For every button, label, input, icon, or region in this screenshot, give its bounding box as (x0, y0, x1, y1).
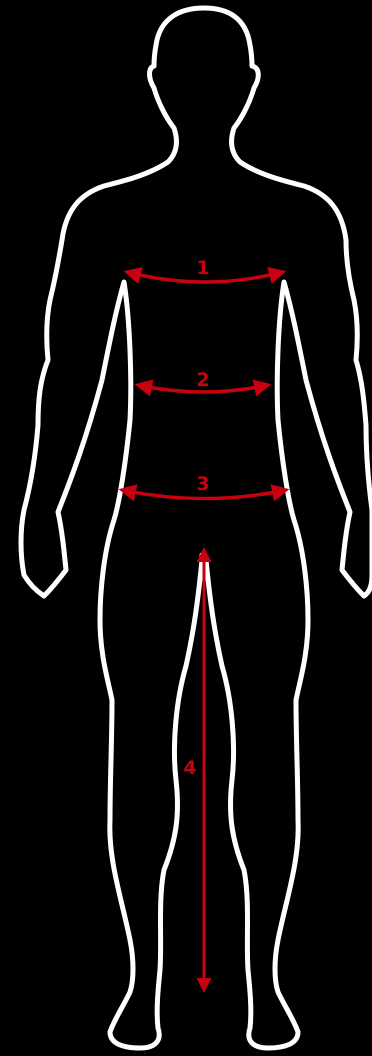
marker-label-1: 1 (196, 257, 209, 279)
body-outline (21, 8, 372, 1048)
marker-label-4: 4 (183, 757, 196, 779)
marker-label-3: 3 (196, 473, 209, 495)
marker-label-2: 2 (196, 369, 209, 391)
